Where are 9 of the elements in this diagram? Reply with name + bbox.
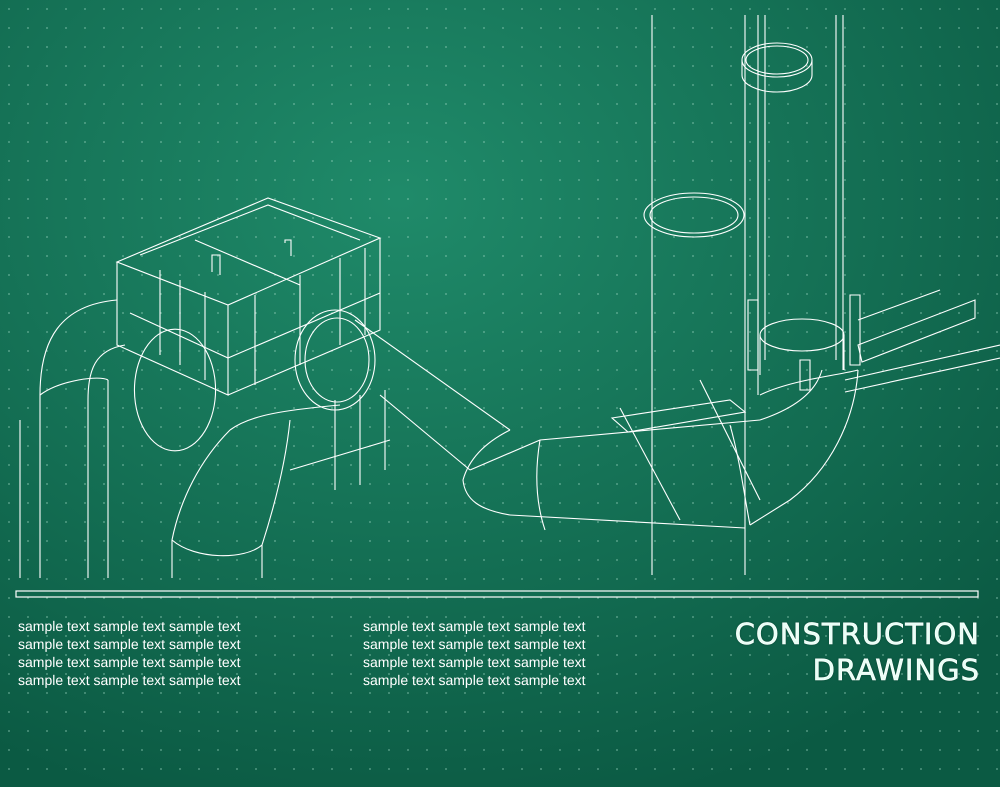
placeholder-text: sample text sample text sample text [18, 617, 241, 635]
placeholder-text: sample text sample text sample text [18, 671, 241, 689]
placeholder-text: sample text sample text sample text [18, 635, 241, 653]
placeholder-text: sample text sample text sample text [18, 653, 241, 671]
placeholder-text: sample text sample text sample text [363, 653, 586, 671]
placeholder-text: sample text sample text sample text [363, 617, 586, 635]
placeholder-text: sample text sample text sample text [363, 671, 586, 689]
placeholder-text: sample text sample text sample text [363, 635, 586, 653]
title: CONSTRUCTION DRAWINGS [734, 616, 980, 688]
